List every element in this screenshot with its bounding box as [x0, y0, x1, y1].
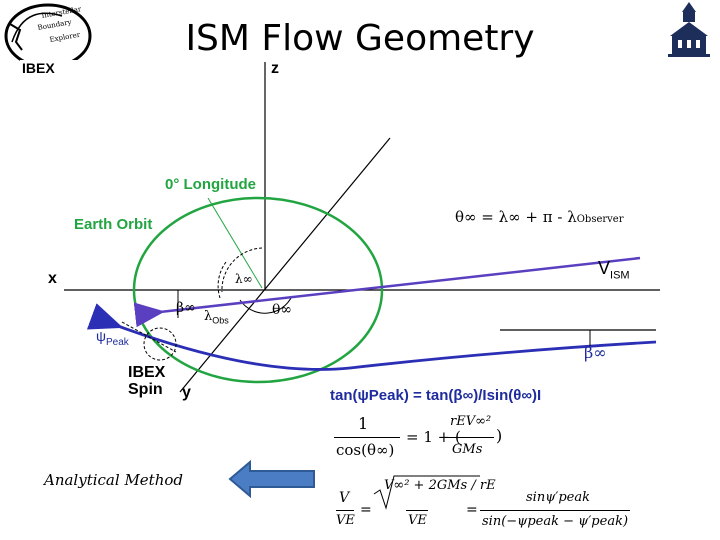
- slide-title: ISM Flow Geometry: [185, 18, 535, 59]
- analytical-method-label: Analytical Method: [44, 471, 183, 489]
- ism-trajectory: [86, 303, 657, 371]
- x-axis-label: x: [48, 270, 57, 287]
- z-axis-label: z: [271, 60, 279, 77]
- eq2-frac-bar: [480, 510, 630, 511]
- eq1-frac-bar: [448, 437, 494, 438]
- eq2-equals2: =: [466, 502, 478, 518]
- left-arrow-icon[interactable]: [228, 460, 316, 498]
- tan-formula: tan(ψPeak) = tan(β∞)/Isin(θ∞)I: [330, 387, 542, 404]
- lambda-obs-symbol: λ: [204, 309, 213, 324]
- psi-peak-sub: Peak: [105, 336, 129, 348]
- ibex-label: IBEX: [128, 364, 166, 381]
- eq2-sqrt-sign: [373, 475, 480, 510]
- y-axis: [179, 137, 391, 393]
- lambda-inf-arc: [221, 247, 263, 293]
- zero-longitude-label: 0° Longitude: [165, 176, 256, 193]
- eq2-v-bar: [336, 510, 354, 511]
- theta-inf-arc: [239, 295, 293, 314]
- lambda-obs-sub: Obs: [212, 315, 229, 326]
- ibex-logo: Interstellar Boundary Explorer IBEX: [4, 3, 92, 76]
- psi-peak-symbol: ψ: [96, 328, 106, 344]
- ism-flow-line: [133, 256, 641, 328]
- eq1-num: 1: [358, 414, 369, 433]
- eq1-den: cos(θ∞): [336, 441, 395, 459]
- eq2-num: sinψ′peak: [526, 490, 590, 505]
- v-ism-v: V: [598, 258, 611, 278]
- theta-formula-main: θ∞ = λ∞ + π - λ: [455, 208, 577, 226]
- beta-inf-right-label: β∞: [584, 343, 607, 362]
- lambda-inf-label: λ∞: [235, 272, 253, 286]
- v-ism-sub: ISM: [610, 269, 630, 282]
- ibex-spin-circle: [143, 327, 177, 361]
- eq2-equals: =: [360, 502, 372, 518]
- eq2-ve2-bar: [406, 510, 428, 511]
- psi-peak-label: ψPeak: [96, 328, 129, 348]
- beta-inf-label: β∞: [176, 300, 196, 316]
- theta-formula-sub: Observer: [576, 214, 624, 225]
- eq2-ve2: VE: [408, 513, 427, 528]
- eq1-frac-num: rEV∞²: [450, 414, 492, 429]
- logo-name: IBEX: [22, 60, 55, 76]
- eq2-den: sin(−ψpeak − ψ′peak): [482, 514, 629, 529]
- eq1-frac-den: GMs: [452, 442, 483, 457]
- eq1-close: ): [496, 426, 503, 445]
- ibex-spin-dash: [121, 321, 177, 353]
- theta-inf-label: θ∞: [272, 302, 293, 318]
- theta-formula: θ∞ = λ∞ + π - λObserver: [455, 208, 624, 226]
- eq2-v: V: [339, 490, 350, 506]
- zero-longitude-line: [207, 197, 263, 289]
- y-axis-label: y: [182, 384, 191, 401]
- lambda-obs-arc: [217, 261, 227, 299]
- v-ism-label: VISM: [598, 258, 630, 282]
- building-icon: [668, 2, 710, 57]
- eq1-fraction-bar: [334, 437, 400, 438]
- eq2-ve: VE: [336, 513, 355, 528]
- lambda-obs-label: λObs: [204, 309, 229, 326]
- earth-orbit: [132, 196, 384, 384]
- spin-label: Spin: [128, 381, 163, 398]
- eq2-sqrt: V∞² + 2GMs / rE: [384, 478, 496, 493]
- eq1-rhs: = 1 + (: [406, 428, 461, 446]
- earth-orbit-label: Earth Orbit: [74, 216, 153, 233]
